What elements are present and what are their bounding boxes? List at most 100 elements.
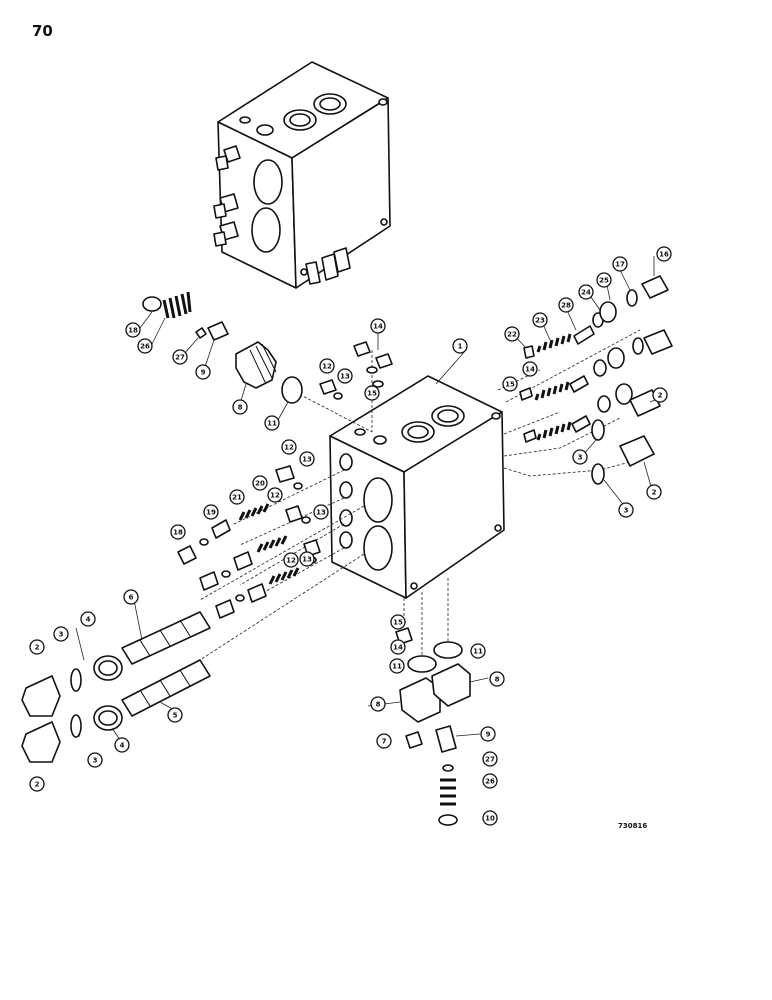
callout-label: 26 [485, 778, 495, 786]
callout-label: 27 [485, 756, 495, 764]
callout-label: 7 [382, 738, 387, 746]
callout-11: 11 [264, 415, 280, 431]
callout-14: 14 [522, 361, 538, 377]
callout-label: 8 [238, 404, 243, 412]
callout-2: 2 [29, 639, 45, 655]
callout-label: 3 [59, 631, 64, 639]
callout-12: 12 [319, 358, 335, 374]
callout-27: 27 [482, 751, 498, 767]
callout-11: 11 [470, 643, 486, 659]
callout-label: 8 [495, 676, 500, 684]
callout-25: 25 [596, 272, 612, 288]
callout-label: 15 [505, 381, 515, 389]
callout-20: 20 [252, 475, 268, 491]
callout-12: 12 [281, 439, 297, 455]
callout-label: 13 [340, 373, 350, 381]
callout-3: 3 [87, 752, 103, 768]
callout-14: 14 [370, 318, 386, 334]
callout-label: 5 [173, 712, 178, 720]
callout-11: 11 [389, 658, 405, 674]
callout-18: 18 [170, 524, 186, 540]
left-middle-parts [177, 465, 321, 619]
callout-13: 13 [299, 451, 315, 467]
callout-label: 17 [615, 261, 625, 269]
callout-label: 9 [486, 731, 491, 739]
callout-layer: 1826279811141213151222324282517161415232… [29, 246, 672, 826]
callout-10: 10 [482, 810, 498, 826]
callout-16: 16 [656, 246, 672, 262]
assembled-valve-block [213, 61, 391, 289]
callout-23: 23 [532, 312, 548, 328]
callout-2: 2 [652, 387, 668, 403]
callout-18: 18 [125, 322, 141, 338]
callout-2: 2 [29, 776, 45, 792]
callout-22: 22 [504, 326, 520, 342]
callout-27: 27 [172, 349, 188, 365]
callout-13: 13 [337, 368, 353, 384]
callout-28: 28 [558, 297, 574, 313]
callout-label: 2 [658, 392, 663, 400]
callout-15: 15 [502, 376, 518, 392]
callout-14: 14 [390, 639, 406, 655]
callout-2: 2 [646, 484, 662, 500]
callout-label: 12 [284, 444, 294, 452]
callout-8: 8 [370, 696, 386, 712]
upper-left-relief-parts [142, 291, 303, 404]
callout-4: 4 [114, 737, 130, 753]
callout-label: 11 [392, 663, 402, 671]
callout-label: 11 [267, 420, 277, 428]
callout-label: 22 [507, 331, 517, 339]
callout-label: 28 [561, 302, 571, 310]
callout-8: 8 [232, 399, 248, 415]
callout-3: 3 [53, 626, 69, 642]
callout-6: 6 [123, 589, 139, 605]
callout-label: 15 [393, 619, 403, 627]
callout-label: 16 [659, 251, 669, 259]
callout-label: 2 [35, 781, 40, 789]
callout-1: 1 [452, 338, 468, 354]
callout-8: 8 [489, 671, 505, 687]
callout-13: 13 [313, 504, 329, 520]
callout-label: 12 [322, 363, 332, 371]
spools [121, 611, 211, 717]
left-caps [21, 655, 123, 763]
callout-label: 12 [270, 492, 280, 500]
callout-4: 4 [80, 611, 96, 627]
callout-12: 12 [267, 487, 283, 503]
page-number: 70 [32, 22, 53, 40]
callout-label: 24 [581, 289, 591, 297]
top-plugs [319, 341, 393, 400]
callout-label: 21 [232, 494, 242, 502]
callout-label: 12 [286, 557, 296, 565]
callout-label: 14 [393, 644, 403, 652]
callout-label: 3 [578, 454, 583, 462]
callout-5: 5 [167, 707, 183, 723]
callout-7: 7 [376, 733, 392, 749]
callout-label: 13 [302, 456, 312, 464]
callout-label: 6 [129, 594, 134, 602]
callout-label: 19 [206, 509, 216, 517]
callout-label: 2 [35, 644, 40, 652]
callout-label: 20 [255, 480, 265, 488]
callout-label: 14 [525, 366, 535, 374]
callout-9: 9 [480, 726, 496, 742]
callout-17: 17 [612, 256, 628, 272]
callout-label: 18 [173, 529, 183, 537]
bottom-fittings [394, 618, 471, 826]
callout-21: 21 [229, 489, 245, 505]
callout-26: 26 [137, 338, 153, 354]
callout-26: 26 [482, 773, 498, 789]
callout-label: 23 [535, 317, 545, 325]
callout-15: 15 [364, 385, 380, 401]
callout-label: 15 [367, 390, 377, 398]
callout-label: 27 [175, 354, 185, 362]
callout-12: 12 [283, 552, 299, 568]
callout-9: 9 [195, 364, 211, 380]
callout-label: 2 [652, 489, 657, 497]
callout-label: 25 [599, 277, 609, 285]
right-relief-parts [519, 275, 673, 485]
callout-label: 26 [140, 343, 150, 351]
figure-code: 730816 [618, 822, 648, 830]
